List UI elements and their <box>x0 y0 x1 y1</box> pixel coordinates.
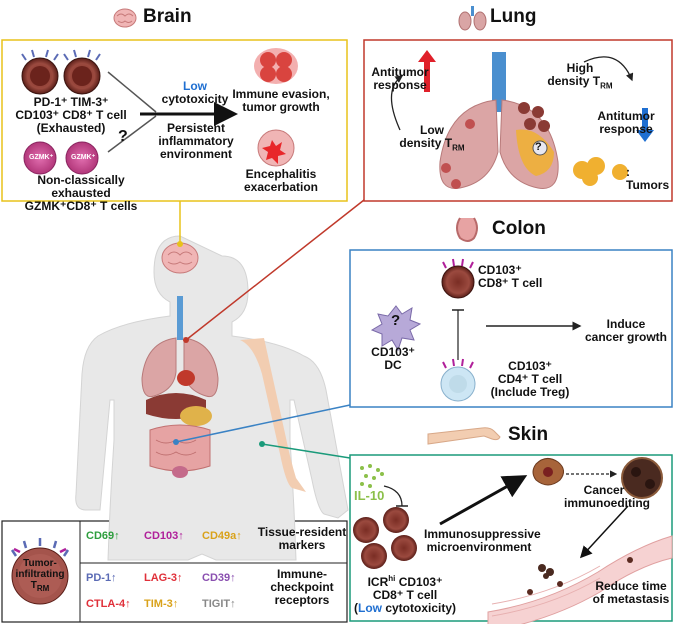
low-cytotoxicity-label: Low cytotoxicity <box>161 79 229 106</box>
blood-vessel <box>487 535 673 624</box>
tumor-cell-small <box>532 458 564 486</box>
dc-cell <box>370 305 422 352</box>
lung-title: Lung <box>490 6 537 27</box>
colon-panel <box>349 249 673 408</box>
low-density-label: Low density TRM <box>399 123 465 153</box>
icr-cell-label: ICRhi CD103⁺ CD8⁺ T cell (Low cytotoxici… <box>353 574 456 615</box>
dc-cell-label: CD103⁺ DC <box>371 345 415 372</box>
il10-dots <box>360 464 384 488</box>
marker-ctla4: CTLA-4↑ <box>86 598 131 610</box>
up-arrow <box>418 50 436 92</box>
immunosuppressive-label: Immunosuppressive microenvironment <box>424 527 541 554</box>
inflamed-brain-icon <box>257 129 295 167</box>
colon-title: Colon <box>492 218 546 239</box>
exhausted-cells <box>21 49 101 95</box>
marker-cd103: CD103↑ <box>144 530 184 542</box>
antitumor-up-label: Antitumor response <box>371 65 429 92</box>
marker-tigit: TIGIT↑ <box>202 598 236 610</box>
icr-cells <box>353 507 417 569</box>
lung-panel <box>363 39 673 202</box>
metastasis-cells <box>538 564 554 579</box>
antitumor-down-label: Antitumor response <box>597 109 655 136</box>
skin-title: Skin <box>508 424 549 445</box>
gzmk-label-1: GZMK⁺ <box>29 154 54 161</box>
gzmk-cell-label: Non-classically exhausted GZMK⁺CD8⁺ T ce… <box>24 173 138 213</box>
cd8-cell <box>441 258 475 299</box>
cd4-cell-label: CD103⁺ CD4⁺ T cell (Include Treg) <box>490 359 570 399</box>
legend-cell <box>10 538 70 605</box>
lung-icon <box>458 6 487 31</box>
marker-cd49a: CD49a↑ <box>202 530 242 542</box>
brain-panel <box>1 39 348 202</box>
encephalitis-label: Encephalitis exacerbation <box>243 167 319 194</box>
tumor-legend-icon <box>573 157 628 186</box>
cd4-cell <box>440 358 476 402</box>
marker-lag3: LAG-3↑ <box>144 572 183 584</box>
exhausted-cell-label: PD-1⁺ TIM-3⁺ CD103⁺ CD8⁺ T cell (Exhaust… <box>15 95 127 135</box>
human-body-icon <box>75 235 349 561</box>
brain-icon <box>113 8 137 28</box>
brain-question-mark: ? <box>118 128 128 145</box>
gzmk-cells <box>23 141 99 175</box>
marker-tim3: TIM-3↑ <box>144 598 179 610</box>
brain-title: Brain <box>143 6 192 27</box>
lung-illustration <box>439 52 559 189</box>
legend-cell-label: Tumor- infiltrating TRM <box>15 558 65 593</box>
tissue-markers-title: Tissue-resident markers <box>257 525 347 552</box>
checkpoint-receptors-title: Immune- checkpoint receptors <box>270 567 334 607</box>
cancer-immunoediting-label: Cancer immunoediting <box>564 483 650 510</box>
immune-evasion-label: Immune evasion, tumor growth <box>232 87 330 114</box>
marker-pd1: PD-1↑ <box>86 572 117 584</box>
tumor-icon <box>254 48 298 84</box>
marker-cd69: CD69↑ <box>86 530 120 542</box>
il10-label: IL-10 <box>354 488 385 503</box>
lung-question-mark: ? <box>535 141 542 153</box>
persistent-environment-label: Persistent inflammatory environment <box>158 121 234 161</box>
dc-question-mark: ? <box>391 312 401 329</box>
high-density-label: High density TRM <box>547 61 613 91</box>
down-arrow <box>636 108 654 142</box>
tumors-label: : Tumors <box>626 165 670 192</box>
marker-cd39: CD39↑ <box>202 572 236 584</box>
gzmk-label-2: GZMK⁺ <box>71 154 96 161</box>
colon-icon <box>456 217 478 242</box>
cd8-cell-label: CD103⁺ CD8⁺ T cell <box>478 263 543 290</box>
reduce-metastasis-label: Reduce time of metastasis <box>592 579 670 606</box>
tumor-mass <box>621 457 663 499</box>
induce-cancer-label: Induce cancer growth <box>584 317 668 344</box>
arm-icon <box>427 427 501 445</box>
